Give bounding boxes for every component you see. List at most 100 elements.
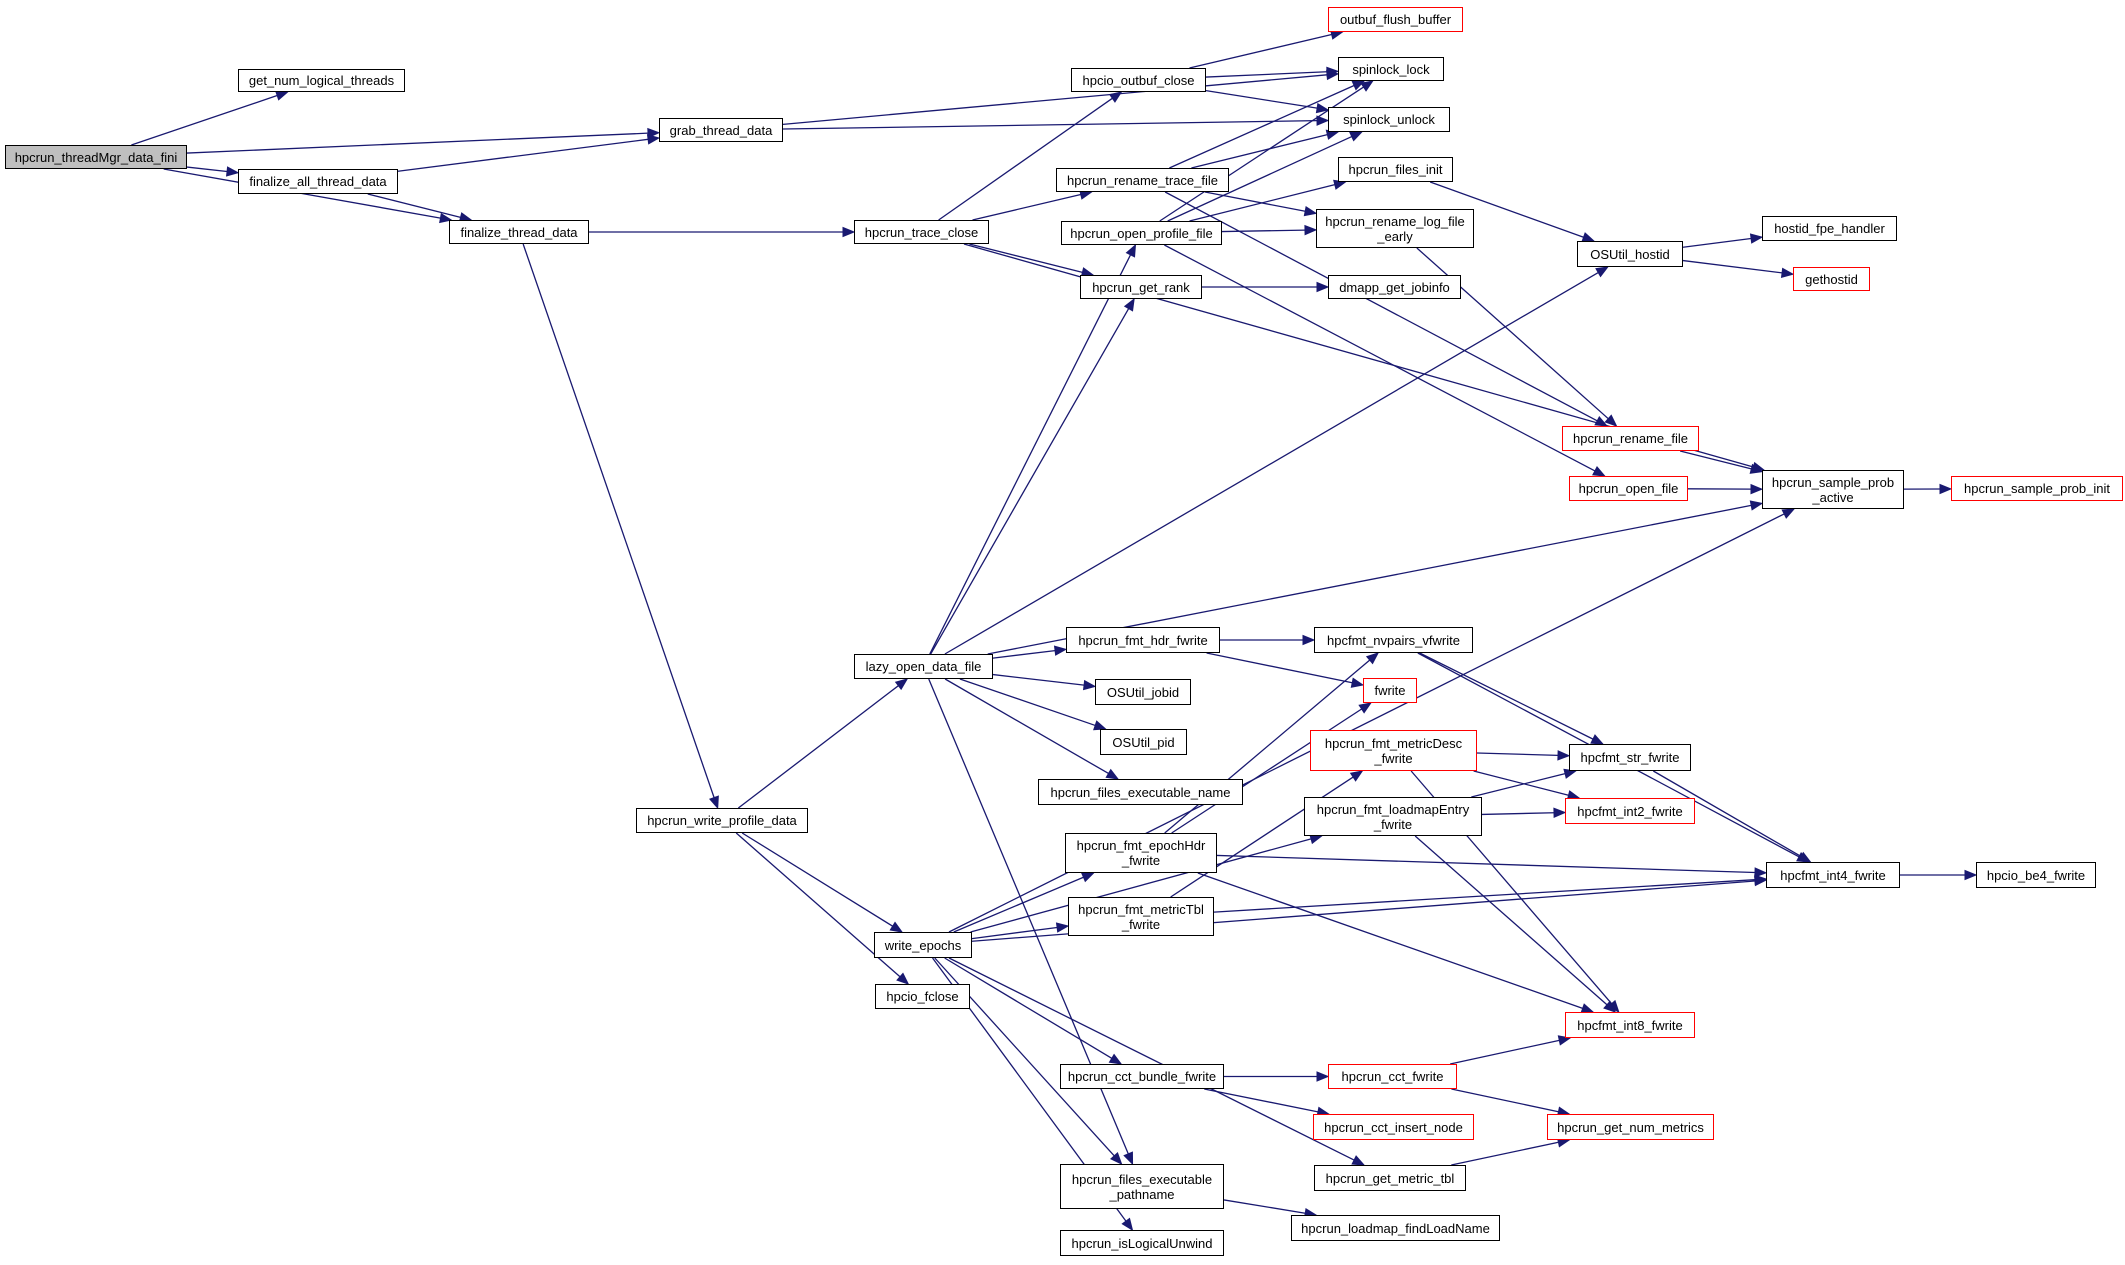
node-hpcrun-cct-bundle-fwrite[interactable]: hpcrun_cct_bundle_fwrite [1060,1064,1224,1089]
arrowhead-icon [646,134,661,145]
edge-write_epochs-to-hpcrun_files_executable_pathname [934,957,1115,1157]
edge-hpcrun_cct_bundle_fwrite-to-hpcrun_cct_insert_node [1204,1088,1319,1113]
arrowhead-icon [1557,750,1571,761]
edge-lazy_open_data_file-to-hpcrun_get_rank [930,308,1130,655]
node-hpcio-be4-fwrite[interactable]: hpcio_be4_fwrite [1976,862,2096,888]
arrowhead-icon [1302,634,1316,646]
edge-hpcrun_rename_log_file_early-to-hpcrun_rename_file [1416,247,1609,420]
edge-hpcrun_fmt_epochHdr_fwrite-to-hpcfmt_int8_fwrite [1197,872,1583,1009]
arrowhead-icon [1351,1155,1366,1166]
node-hpcrun-sample-prob-init[interactable]: hpcrun_sample_prob_init [1951,476,2123,501]
arrowhead-icon [1590,734,1605,745]
edge-hpcrun_open_profile_file-to-spinlock_unlock [1167,135,1353,222]
arrowhead-icon [1557,1035,1572,1046]
edge-hpcrun_open_profile_file-to-hpcrun_rename_log_file_early [1221,229,1306,233]
edge-write_epochs-to-hpcrun_fmt_epochHdr_fwrite [953,876,1084,933]
node-spinlock-unlock[interactable]: spinlock_unlock [1328,107,1450,132]
arrowhead-icon [1349,131,1363,142]
node-dmapp-get-jobinfo[interactable]: dmapp_get_jobinfo [1328,275,1461,299]
node-lazy-open-data-file[interactable]: lazy_open_data_file [854,654,993,679]
edge-hpcrun_rename_trace_file-to-hpcrun_rename_log_file_early [1204,191,1306,212]
node-osutil-jobid[interactable]: OSUtil_jobid [1095,679,1191,705]
node-hpcrun-get-num-metrics[interactable]: hpcrun_get_num_metrics [1547,1114,1714,1140]
node-outbuf-flush-buffer[interactable]: outbuf_flush_buffer [1328,7,1463,32]
edge-hpcrun_fmt_metricTbl_fwrite-to-hpcfmt_int4_fwrite [1213,879,1756,913]
node-hpcrun-trace-close[interactable]: hpcrun_trace_close [854,220,989,244]
edge-finalize_thread_data-to-hpcrun_write_profile_data [522,243,715,798]
node-hpcrun-fmt-loadmapentry-fwrite[interactable]: hpcrun_fmt_loadmapEntry _fwrite [1304,797,1482,836]
edge-hpcio_outbuf_close-to-spinlock_unlock [1205,90,1318,109]
node-hostid-fpe-handler[interactable]: hostid_fpe_handler [1762,216,1897,241]
node-hpcrun-open-profile-file[interactable]: hpcrun_open_profile_file [1061,221,1222,245]
node-hpcrun-fmt-epochhdr-fwrite[interactable]: hpcrun_fmt_epochHdr _fwrite [1065,833,1217,873]
node-grab-thread-data[interactable]: grab_thread_data [659,118,783,142]
node-hpcrun-rename-log-file-early[interactable]: hpcrun_rename_log_file _early [1316,209,1474,248]
node-hpcrun-write-profile-data[interactable]: hpcrun_write_profile_data [636,808,808,833]
edge-hpcrun_trace_close-to-hpcrun_get_rank [969,243,1083,273]
arrowhead-icon [1754,867,1768,878]
node-hpcrun-open-file[interactable]: hpcrun_open_file [1569,476,1688,501]
arrowhead-icon [1797,851,1812,863]
arrowhead-icon [1316,281,1330,293]
arrowhead-icon [1604,414,1618,427]
node-hpcrun-files-init[interactable]: hpcrun_files_init [1338,157,1453,182]
node-osutil-pid[interactable]: OSUtil_pid [1100,729,1187,755]
node-spinlock-lock[interactable]: spinlock_lock [1338,57,1444,81]
arrowhead-icon [1121,1217,1134,1232]
node-hpcrun-fmt-metricdesc-fwrite[interactable]: hpcrun_fmt_metricDesc _fwrite [1310,730,1477,771]
edge-hpcrun_trace_close-to-hpcio_outbuf_close [938,97,1113,221]
edge-write_epochs-to-hpcrun_fmt_loadmapEntry_fwrite [970,838,1312,933]
node-hpcrun-rename-file[interactable]: hpcrun_rename_file [1562,426,1699,451]
node-hpcrun-fmt-hdr-fwrite[interactable]: hpcrun_fmt_hdr_fwrite [1066,627,1220,653]
arrowhead-icon [1360,80,1374,92]
edge-hpcrun_open_profile_file-to-spinlock_lock [1159,86,1364,222]
edge-hpcrun_cct_fwrite-to-hpcfmt_int8_fwrite [1450,1039,1560,1065]
arrowhead-icon [1750,483,1764,495]
node-hpcrun-files-executable-pathname[interactable]: hpcrun_files_executable _pathname [1060,1164,1224,1209]
arrowhead-icon [1123,297,1135,312]
node-hpcio-fclose[interactable]: hpcio_fclose [875,984,970,1009]
arrowhead-icon [1595,266,1609,278]
node-hpcfmt-int2-fwrite[interactable]: hpcfmt_int2_fwrite [1565,798,1695,824]
node-hpcfmt-int4-fwrite[interactable]: hpcfmt_int4_fwrite [1766,862,1900,888]
node-hpcrun-islogicalunwind[interactable]: hpcrun_isLogicalUnwind [1060,1230,1224,1256]
node-finalize-thread-data[interactable]: finalize_thread_data [449,220,589,244]
arrowhead-icon [1108,1053,1123,1065]
node-hpcrun-sample-prob-active[interactable]: hpcrun_sample_prob _active [1762,470,1904,509]
node-hpcrun-files-executable-name[interactable]: hpcrun_files_executable_name [1038,779,1243,805]
arrowhead-icon [894,678,909,691]
node-hpcrun-loadmap-findloadname[interactable]: hpcrun_loadmap_findLoadName [1291,1215,1500,1241]
node-hpcrun-rename-trace-file[interactable]: hpcrun_rename_trace_file [1056,168,1229,192]
node-finalize-all-thread-data[interactable]: finalize_all_thread_data [238,169,398,194]
edge-hpcrun_get_metric_tbl-to-hpcrun_get_num_metrics [1451,1141,1559,1166]
arrowhead-icon [1109,1151,1123,1165]
arrowhead-icon [1594,415,1609,427]
arrowhead-icon [1749,233,1764,244]
node-hpcfmt-str-fwrite[interactable]: hpcfmt_str_fwrite [1569,744,1691,771]
node-hpcfmt-nvpairs-vfwrite[interactable]: hpcfmt_nvpairs_vfwrite [1314,627,1473,653]
edge-hpcrun_rename_trace_file-to-spinlock_unlock [1191,133,1328,169]
node-gethostid[interactable]: gethostid [1793,267,1870,291]
node-get-num-logical-threads[interactable]: get_num_logical_threads [238,69,405,92]
edge-hpcrun_write_profile_data-to-hpcio_fclose [735,832,901,978]
arrowhead-icon [1108,91,1123,103]
node-hpcrun-cct-fwrite[interactable]: hpcrun_cct_fwrite [1328,1064,1457,1089]
node-osutil-hostid[interactable]: OSUtil_hostid [1577,241,1683,267]
node-hpcrun-fmt-metrictbl-fwrite[interactable]: hpcrun_fmt_metricTbl _fwrite [1068,897,1214,936]
arrowhead-icon [1082,679,1097,691]
arrowhead-icon [439,212,453,224]
arrowhead-icon [1315,102,1330,114]
arrowhead-icon [889,921,904,933]
edge-hpcrun_fmt_epochHdr_fwrite-to-fwrite [1171,708,1362,834]
node-write-epochs[interactable]: write_epochs [874,932,972,958]
arrowhead-icon [1358,702,1372,714]
node-hpcfmt-int8-fwrite[interactable]: hpcfmt_int8_fwrite [1565,1012,1695,1038]
node-fwrite[interactable]: fwrite [1363,678,1417,703]
node-hpcio-outbuf-close[interactable]: hpcio_outbuf_close [1071,68,1206,92]
edge-write_epochs-to-hpcrun_get_metric_tbl [948,957,1355,1161]
node-hpcrun-get-rank[interactable]: hpcrun_get_rank [1080,275,1202,299]
node-hpcrun-get-metric-tbl[interactable]: hpcrun_get_metric_tbl [1314,1165,1466,1191]
arrowhead-icon [1105,768,1120,780]
edge-hpcio_outbuf_close-to-spinlock_lock [1205,71,1328,78]
node-hpcrun-cct-insert-node[interactable]: hpcrun_cct_insert_node [1313,1114,1474,1140]
